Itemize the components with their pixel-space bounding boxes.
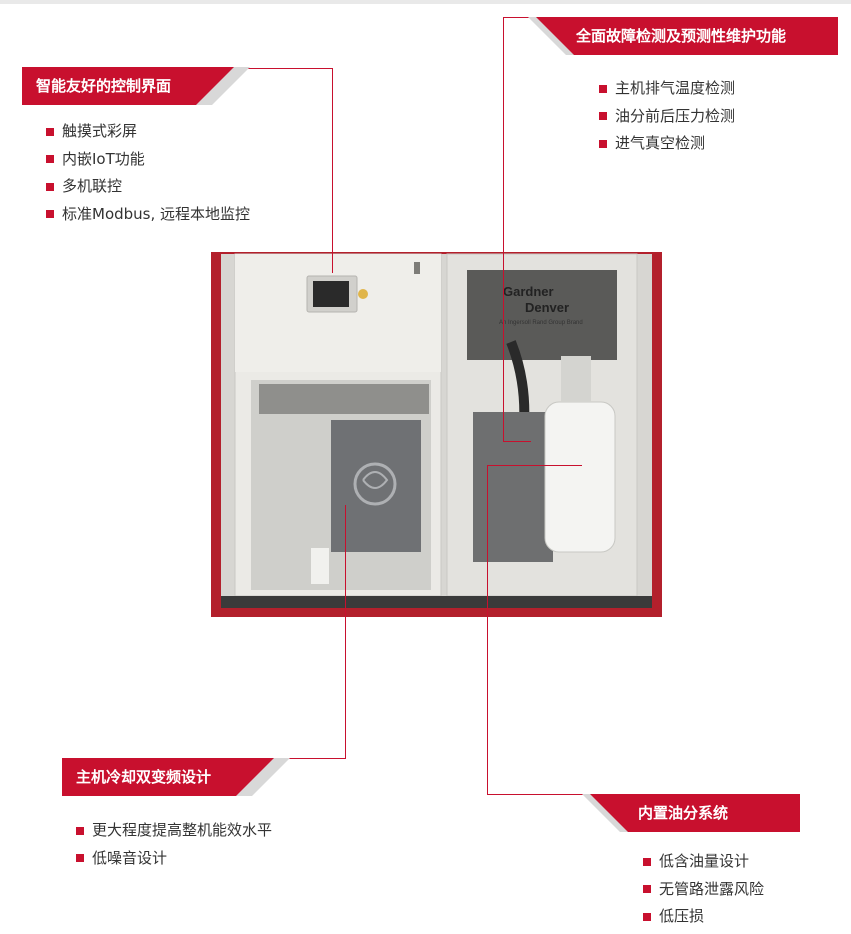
leader-oil-h1 [487, 465, 582, 466]
leader-fault-h2 [503, 441, 531, 442]
bullet-icon [46, 210, 54, 219]
leader-oil-v [487, 465, 488, 795]
bullet-icon [599, 84, 607, 93]
list-item: 多机联控 [46, 173, 250, 201]
list-item: 低压损 [643, 903, 764, 931]
tag-fault-label: 全面故障检测及预测性维护功能 [536, 17, 838, 55]
tag-control-label: 智能友好的控制界面 [22, 67, 234, 105]
leader-oil-h2 [487, 794, 585, 795]
fault-feature-list: 主机排气温度检测 油分前后压力检测 进气真空检测 [599, 75, 735, 158]
tag-fault: 全面故障检测及预测性维护功能 [528, 17, 838, 55]
top-divider [0, 0, 851, 4]
leader-cooling-h [266, 758, 346, 759]
list-item: 更大程度提高整机能效水平 [76, 817, 272, 845]
list-item: 进气真空检测 [599, 130, 735, 158]
list-item: 低噪音设计 [76, 845, 272, 873]
leader-fault-v [503, 17, 504, 441]
control-feature-list: 触摸式彩屏 内嵌IoT功能 多机联控 标准Modbus, 远程本地监控 [46, 118, 250, 228]
bullet-icon [46, 127, 54, 136]
tag-control: 智能友好的控制界面 [22, 67, 250, 105]
cooling-feature-list: 更大程度提高整机能效水平 低噪音设计 [76, 817, 272, 872]
bullet-icon [76, 854, 84, 863]
brand-line2: Denver [525, 300, 569, 315]
list-item: 低含油量设计 [643, 848, 764, 876]
leader-control-v [332, 68, 333, 273]
bullet-icon [599, 112, 607, 121]
bullet-icon [643, 885, 651, 894]
bullet-icon [643, 912, 651, 921]
bullet-icon [46, 155, 54, 164]
list-item: 内嵌IoT功能 [46, 146, 250, 174]
list-item: 标准Modbus, 远程本地监控 [46, 201, 250, 229]
leader-control-h [220, 68, 333, 69]
leader-cooling-v [345, 505, 346, 758]
brand-tagline: An Ingersoll Rand Group Brand [499, 320, 583, 326]
brand-line1: Gardner [503, 284, 554, 299]
bullet-icon [599, 139, 607, 148]
compressor-illustration: Gardner Denver An Ingersoll Rand Group B… [211, 252, 662, 617]
bullet-icon [643, 857, 651, 866]
tag-oil-label: 内置油分系统 [590, 794, 800, 832]
list-item: 触摸式彩屏 [46, 118, 250, 146]
bullet-icon [46, 182, 54, 191]
list-item: 油分前后压力检测 [599, 103, 735, 131]
bullet-icon [76, 826, 84, 835]
oil-feature-list: 低含油量设计 无管路泄露风险 低压损 [643, 848, 764, 931]
list-item: 主机排气温度检测 [599, 75, 735, 103]
tag-oil: 内置油分系统 [582, 794, 800, 832]
list-item: 无管路泄露风险 [643, 876, 764, 904]
tag-cooling-label: 主机冷却双变频设计 [62, 758, 274, 796]
tag-cooling: 主机冷却双变频设计 [62, 758, 290, 796]
